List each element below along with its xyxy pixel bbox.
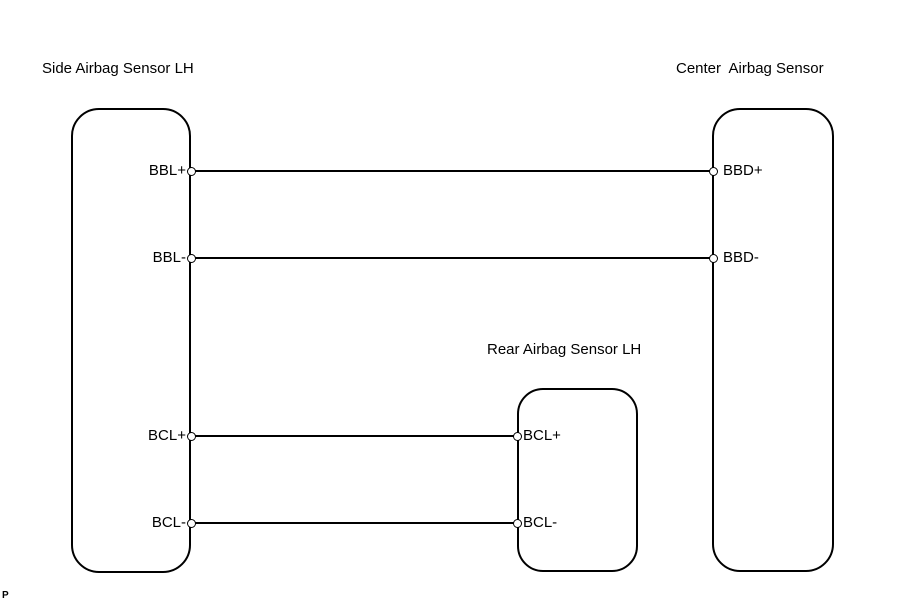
- terminal-node-rear-bcl-minus: [512, 518, 522, 528]
- terminal-label-side-bcl-minus: BCL-: [151, 514, 186, 531]
- component-box-center-airbag-sensor: [712, 108, 834, 572]
- terminal-label-side-bbl-plus: BBL+: [148, 162, 186, 179]
- terminal-node-rear-bcl-plus: [512, 431, 522, 441]
- wire-bcl-plus-to-bcl-plus: [191, 435, 517, 437]
- wire-bbl-minus-to-bbd-minus: [191, 257, 713, 259]
- terminal-node-side-bbl-plus: [186, 166, 196, 176]
- wire-bbl-plus-to-bbd-plus: [191, 170, 713, 172]
- terminal-label-side-bcl-plus: BCL+: [148, 427, 186, 444]
- terminal-node-center-bbd-plus: [708, 166, 718, 176]
- corner-page-mark: P: [2, 590, 9, 601]
- terminal-node-side-bcl-minus: [186, 518, 196, 528]
- terminal-node-side-bbl-minus: [186, 253, 196, 263]
- component-box-side-airbag-sensor-lh: [71, 108, 191, 573]
- component-title-rear-airbag-sensor-lh: Rear Airbag Sensor LH: [487, 341, 642, 358]
- terminal-label-center-bbd-minus: BBD-: [723, 249, 759, 266]
- terminal-node-side-bcl-plus: [186, 431, 196, 441]
- component-title-center-airbag-sensor: Center Airbag Sensor: [676, 60, 824, 77]
- wire-bcl-minus-to-bcl-minus: [191, 522, 517, 524]
- component-title-side-airbag-sensor-lh: Side Airbag Sensor LH: [42, 60, 194, 77]
- terminal-label-rear-bcl-minus: BCL-: [523, 514, 558, 531]
- terminal-node-center-bbd-minus: [708, 253, 718, 263]
- terminal-label-center-bbd-plus: BBD+: [723, 162, 763, 179]
- terminal-label-side-bbl-minus: BBL-: [152, 249, 186, 266]
- component-box-rear-airbag-sensor-lh: [517, 388, 638, 572]
- terminal-label-rear-bcl-plus: BCL+: [523, 427, 561, 444]
